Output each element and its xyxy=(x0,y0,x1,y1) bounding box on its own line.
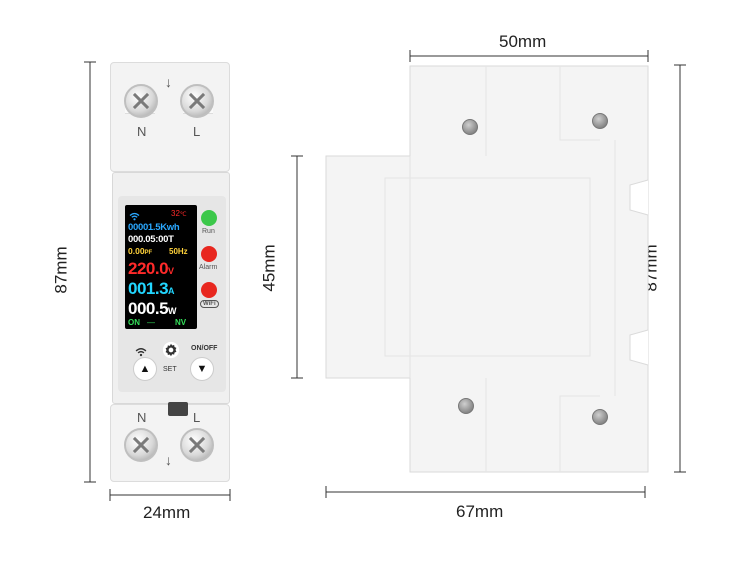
dim-label-bottom-width: 67mm xyxy=(456,502,504,521)
side-screw-3 xyxy=(458,398,474,414)
triangle-down-icon: ▼ xyxy=(196,363,208,375)
status-nv: NV xyxy=(175,318,187,327)
set-button[interactable] xyxy=(160,340,182,362)
wifi-led xyxy=(201,282,217,298)
run-led xyxy=(201,210,217,226)
set-label: SET xyxy=(163,366,177,373)
terminal-label-top-l: L xyxy=(193,124,201,139)
arrow-down-icon: ↓ xyxy=(165,74,172,90)
voltage-readout: 220.0V xyxy=(128,259,174,278)
wifi-icon xyxy=(135,344,147,362)
screw-terminal-top-n xyxy=(124,84,158,118)
power-readout: 000.5W xyxy=(128,299,177,318)
power-factor-readout: 0.00PF xyxy=(128,246,153,256)
screw-terminal-bottom-l xyxy=(180,428,214,462)
side-screw-1 xyxy=(462,119,478,135)
test-port xyxy=(168,402,188,416)
wifi-icon xyxy=(129,209,140,225)
frequency-readout: 50Hz xyxy=(169,247,188,256)
side-screw-4 xyxy=(592,409,608,425)
triangle-up-icon: ▲ xyxy=(139,363,151,375)
up-button[interactable]: ▲ xyxy=(133,357,157,381)
dim-label-top-width: 50mm xyxy=(499,32,547,51)
alarm-led-label: Alarm xyxy=(199,264,218,271)
time-readout: 000.05:00T xyxy=(128,234,174,245)
gear-icon xyxy=(162,341,180,362)
alarm-led xyxy=(201,246,217,262)
run-led-label: Run xyxy=(202,228,215,235)
terminal-label-bottom-n: N xyxy=(137,410,147,425)
temperature-readout: 32℃ xyxy=(171,209,187,219)
arrow-down-icon: ↓ xyxy=(165,452,172,468)
onoff-label: ON/OFF xyxy=(191,345,218,352)
dim-label-front-width: 24mm xyxy=(143,503,191,522)
screw-terminal-bottom-n xyxy=(124,428,158,462)
terminal-label-top-n: N xyxy=(137,124,147,139)
status-dash: — xyxy=(147,318,155,327)
terminal-label-bottom-l: L xyxy=(193,410,201,425)
side-screw-2 xyxy=(592,113,608,129)
current-readout: 001.3A xyxy=(128,279,175,298)
energy-readout: 00001.5Kwh xyxy=(128,222,180,233)
screw-terminal-top-l xyxy=(180,84,214,118)
down-button[interactable]: ▼ xyxy=(190,357,214,381)
wifi-led-label: WiFi xyxy=(200,300,219,308)
lcd-display: 32℃ 00001.5Kwh 000.05:00T 0.00PF 50Hz 22… xyxy=(125,205,197,329)
status-on: ON xyxy=(128,318,140,327)
